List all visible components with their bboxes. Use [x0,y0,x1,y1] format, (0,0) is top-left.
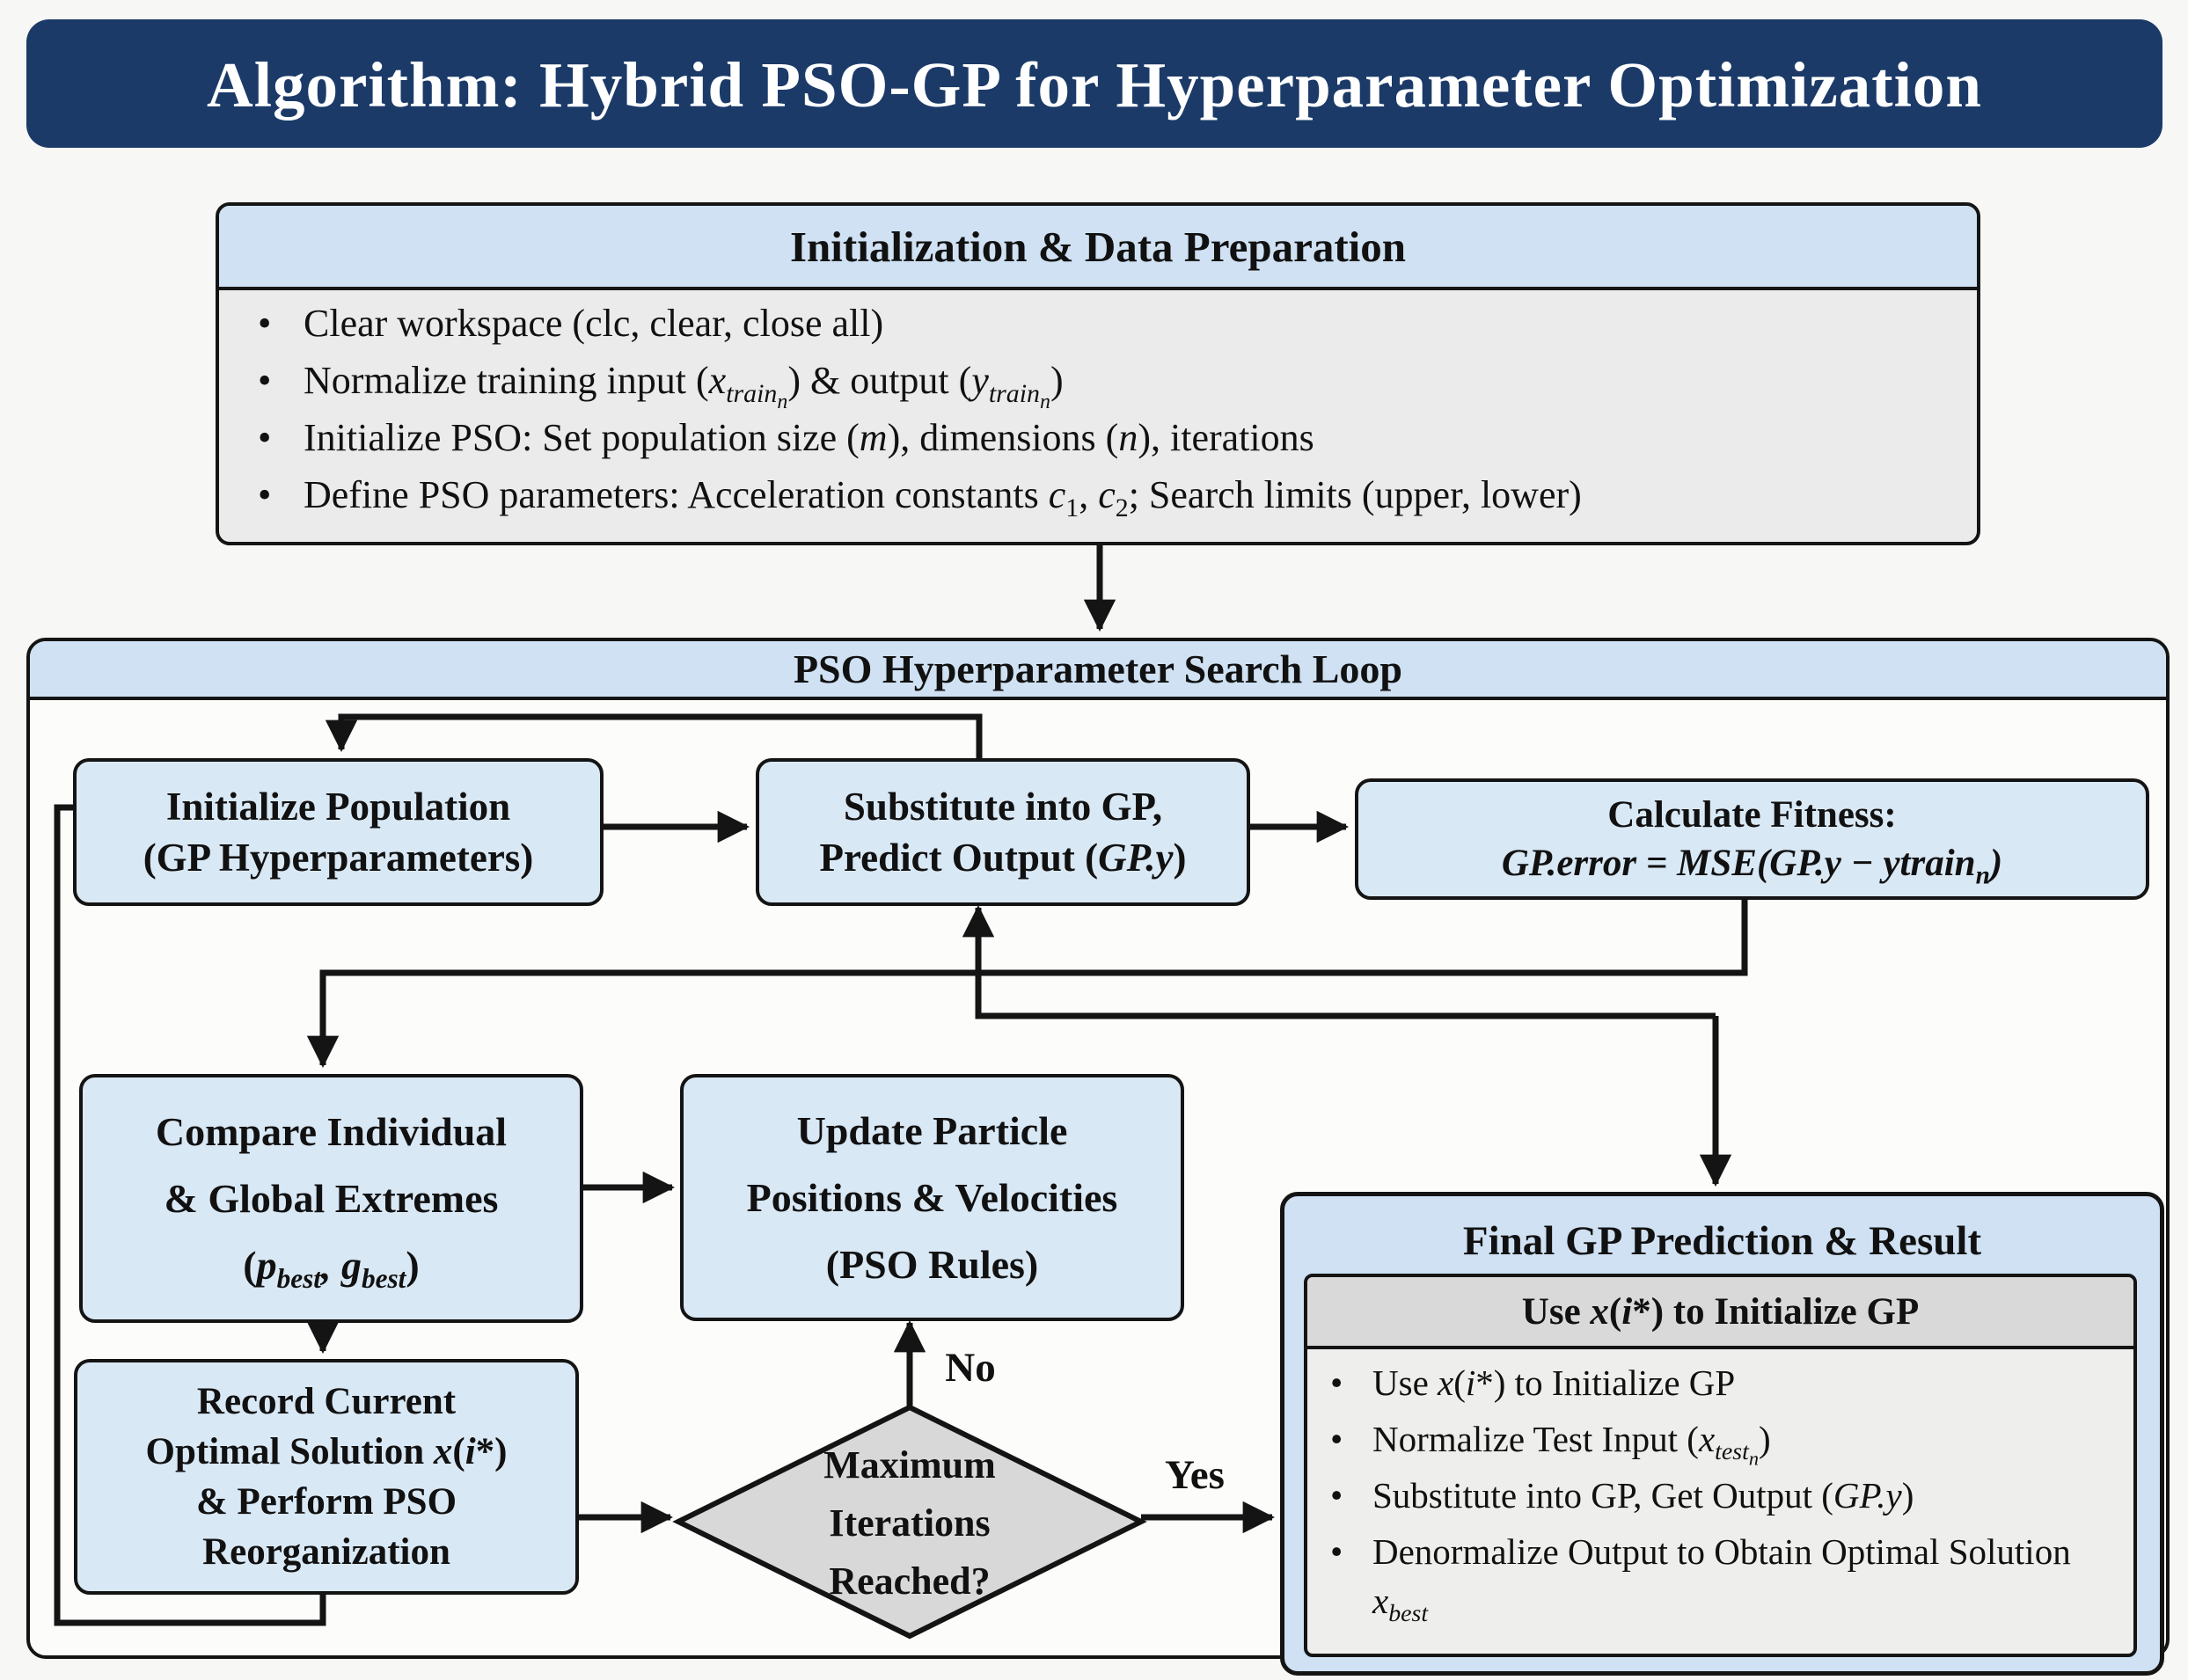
final-inner-header: Use x(i*) to Initialize GP [1307,1277,2133,1349]
final-inner-panel: Use x(i*) to Initialize GP Use x(i*) to … [1304,1274,2137,1657]
node-line: Predict Output (GP.y) [819,836,1187,880]
yes-edge-label: Yes [1165,1452,1225,1498]
bullet-text: Normalize training input (xtrainn) & out… [304,359,1064,413]
node-line: Positions & Velocities [746,1174,1118,1220]
node-calculate-fitness: Calculate Fitness: GP.error = MSE(GP.y −… [1355,778,2149,900]
node-line: Substitute into GP, [843,785,1163,829]
decision-line: Iterations [829,1501,991,1545]
diagram-title: Algorithm: Hybrid PSO-GP for Hyperparame… [26,19,2162,148]
init-bullet-list: Clear workspace (clc, clear, close all) … [219,290,1977,526]
node-record-solution: Record Current Optimal Solution x(i*) & … [74,1359,579,1595]
bullet-item: Define PSO parameters: Acceleration cons… [258,469,1950,526]
pso-loop-panel-header: PSO Hyperparameter Search Loop [30,641,2166,700]
decision-label: Maximum Iterations Reached? [734,1435,1086,1611]
bullet-item: Clear workspace (clc, clear, close all) [258,297,1950,354]
bullet-item: Normalize Test Input (xtestn) [1330,1414,2118,1470]
decision-line: Maximum [823,1443,996,1486]
node-line: Record Current [196,1381,457,1422]
decision-line: Reached? [829,1559,991,1603]
node-line: (pbest, gbest) [243,1242,420,1294]
bullet-text: Denormalize Output to Obtain Optimal Sol… [1372,1531,2071,1628]
bullet-item: Substitute into GP, Get Output (GP.y) [1330,1471,2118,1520]
node-line: Optimal Solution x(i*) [145,1431,508,1472]
node-line: & Perform PSO [195,1481,457,1523]
init-data-panel-header: Initialization & Data Preparation [219,206,1977,290]
node-compare-extremes: Compare Individual & Global Extremes (pb… [79,1074,583,1323]
bullet-text: Initialize PSO: Set population size (m),… [304,416,1314,459]
bullet-text: Clear workspace (clc, clear, close all) [304,302,884,345]
node-line: GP.error = MSE(GP.y − ytrainn) [1501,843,2003,890]
final-panel-title: Final GP Prediction & Result [1462,1218,1982,1264]
node-line: Calculate Fitness: [1607,794,1897,836]
bullet-text: Define PSO parameters: Acceleration cons… [304,473,1582,522]
final-bullet-list: Use x(i*) to Initialize GP Normalize Tes… [1307,1349,2133,1628]
bullet-item: Denormalize Output to Obtain Optimal Sol… [1330,1527,2118,1628]
no-edge-label: No [945,1345,996,1391]
bullet-text: Use x(i*) to Initialize GP [1372,1362,1736,1403]
node-substitute-gp: Substitute into GP, Predict Output (GP.y… [756,758,1250,906]
node-line: & Global Extremes [164,1175,499,1221]
final-result-panel: Final GP Prediction & Result Use x(i*) t… [1280,1192,2164,1676]
node-line: Compare Individual [155,1108,508,1154]
node-line: Initialize Population [165,785,511,829]
bullet-item: Use x(i*) to Initialize GP [1330,1358,2118,1407]
init-data-panel: Initialization & Data Preparation Clear … [216,202,1980,545]
node-line: Update Particle [796,1107,1068,1153]
bullet-text: Substitute into GP, Get Output (GP.y) [1372,1475,1914,1516]
node-line: Reorganization [202,1531,450,1573]
bullet-item: Initialize PSO: Set population size (m),… [258,412,1950,469]
node-line: (GP Hyperparameters) [143,836,534,880]
node-line: (PSO Rules) [825,1241,1039,1287]
bullet-item: Normalize training input (xtrainn) & out… [258,354,1950,413]
node-update-particles: Update Particle Positions & Velocities (… [680,1074,1184,1321]
bullet-text: Normalize Test Input (xtestn) [1372,1419,1771,1470]
node-initialize-population: Initialize Population (GP Hyperparameter… [73,758,604,906]
